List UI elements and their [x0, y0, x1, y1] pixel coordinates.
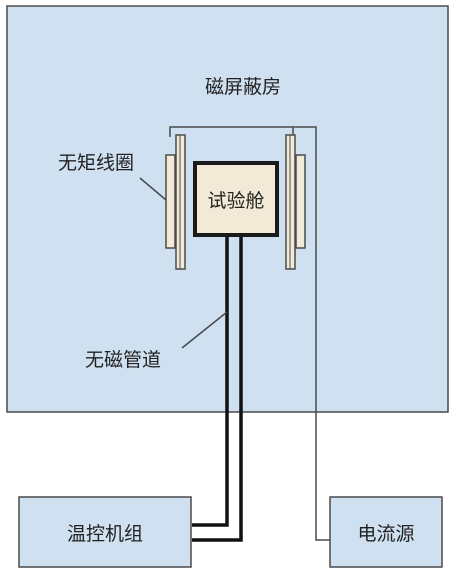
- left-coil: [165, 134, 186, 270]
- temp-control-unit: [18, 496, 192, 568]
- coil-leader: [139, 177, 167, 201]
- pipe-label: 无磁管道: [85, 349, 161, 371]
- right-coil: [285, 134, 306, 270]
- temp-control-unit-label: 温控机组: [67, 523, 143, 545]
- test-cabin-label: 试验舱: [207, 190, 264, 212]
- pipe-leader: [181, 311, 228, 349]
- current-source-label: 电流源: [357, 523, 414, 545]
- non-magnetic-pipes: [192, 237, 243, 542]
- current-source: [329, 496, 443, 568]
- shield-room-label: 磁屏蔽房: [205, 76, 281, 98]
- test-cabin: [193, 161, 279, 237]
- coil-label: 无矩线圈: [58, 152, 134, 174]
